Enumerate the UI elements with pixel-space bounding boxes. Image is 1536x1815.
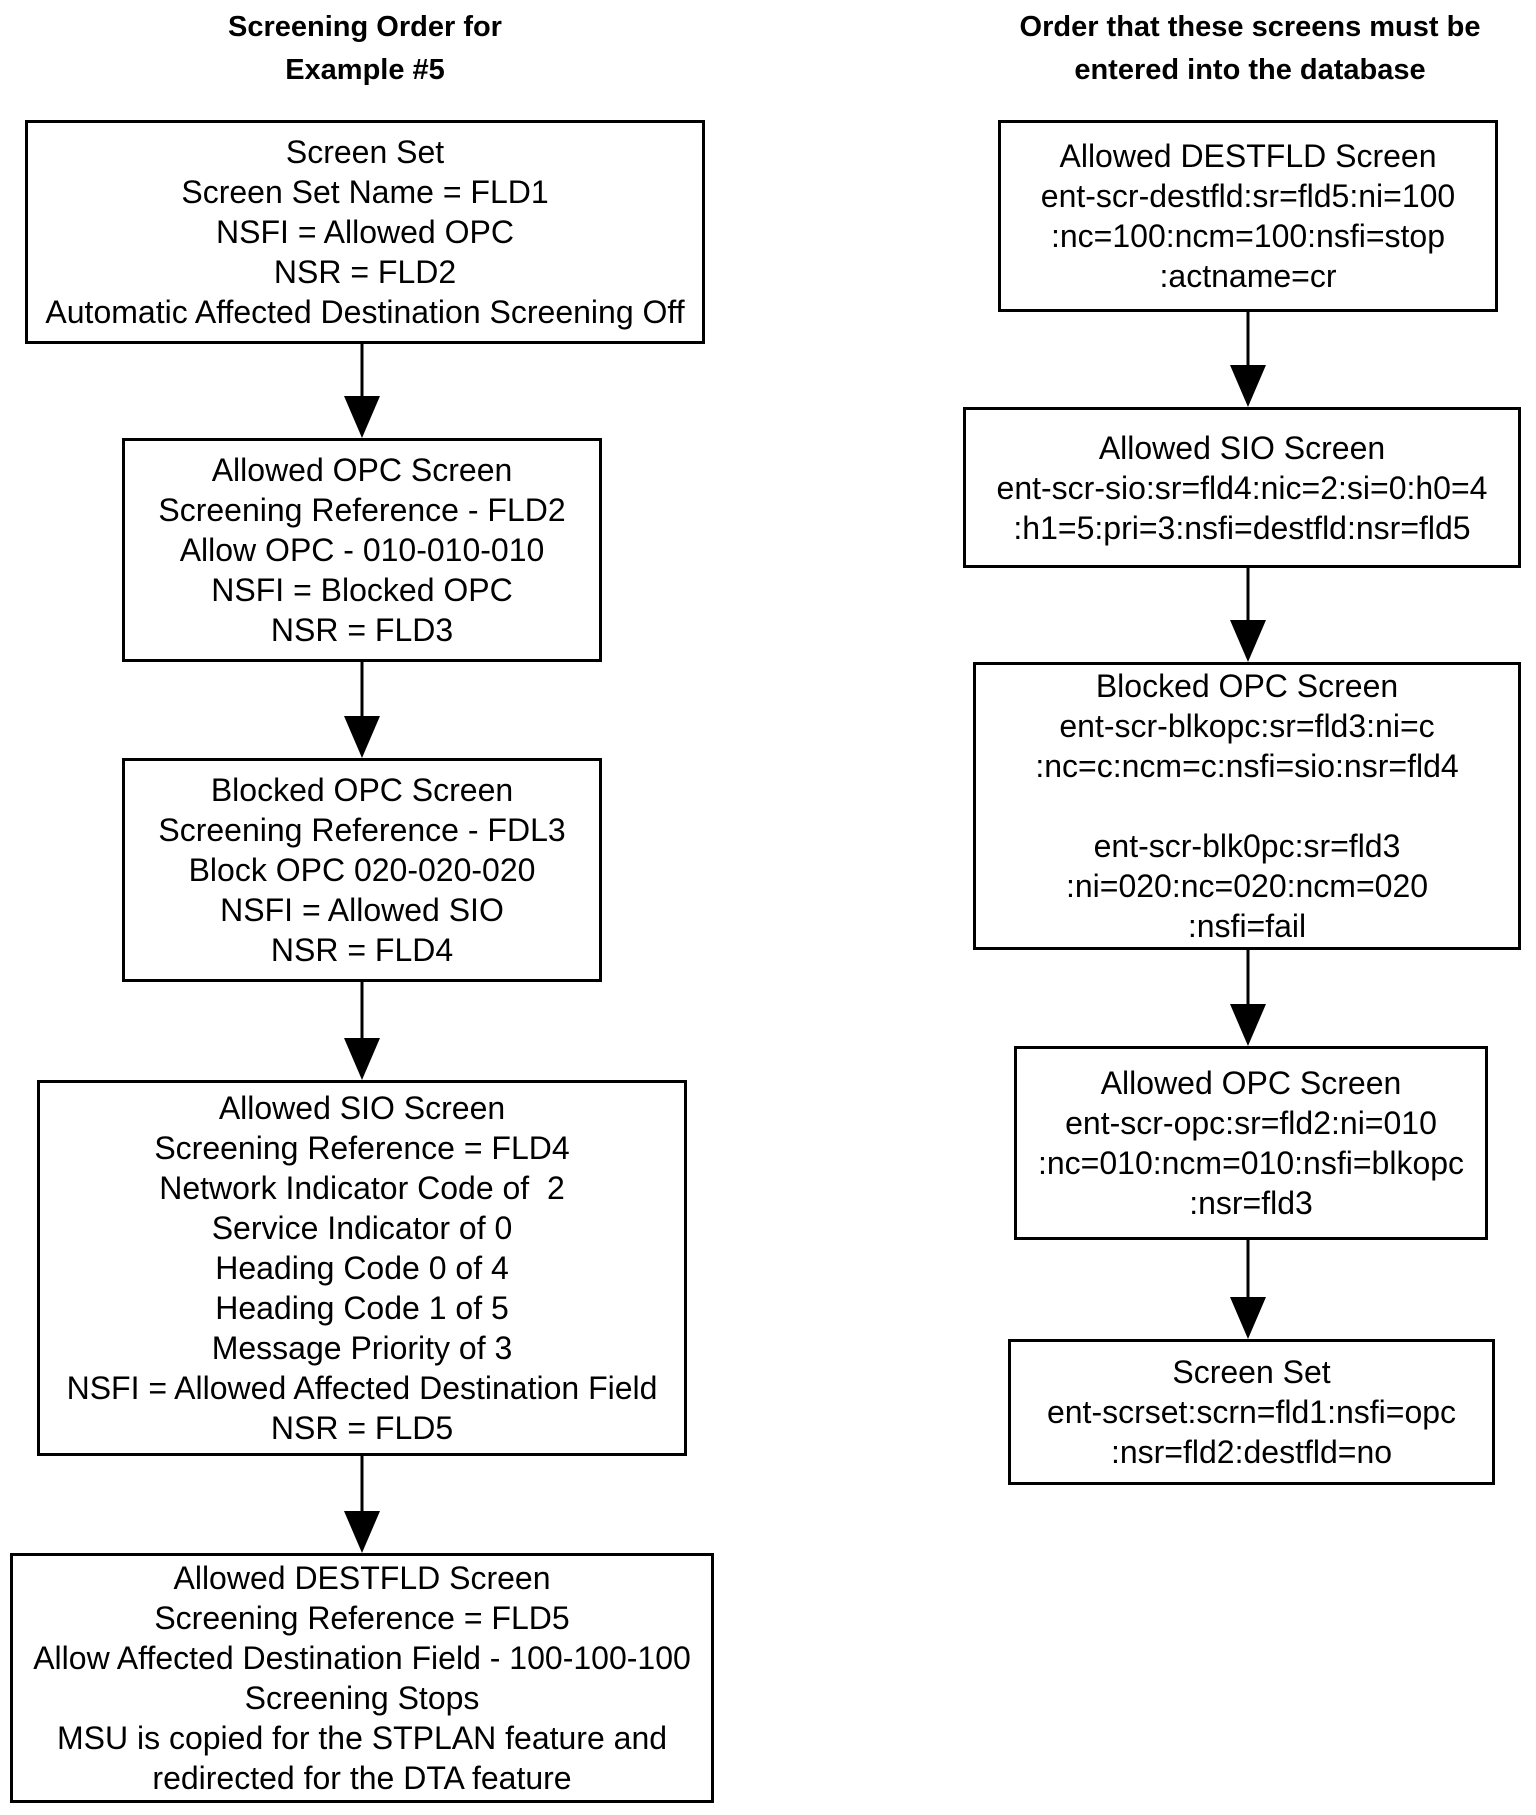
text-line: NSR = FLD5 bbox=[270, 1410, 454, 1446]
text-line: Allow OPC - 010-010-010 bbox=[179, 532, 545, 568]
flow-arrow-down bbox=[342, 1456, 382, 1553]
flow-arrow-down bbox=[1228, 568, 1268, 662]
arrow-stem bbox=[360, 662, 364, 716]
text-line: Allowed OPC Screen bbox=[211, 452, 513, 488]
text-line bbox=[976, 786, 1518, 826]
text-line: Automatic Affected Destination Screening… bbox=[45, 294, 685, 330]
text-line: NSFI = Allowed Affected Destination Fiel… bbox=[66, 1370, 658, 1406]
text-line: NSR = FLD2 bbox=[273, 254, 457, 290]
text-line: Heading Code 1 of 5 bbox=[215, 1290, 509, 1326]
text-line: :nsr=fld3 bbox=[1189, 1185, 1313, 1221]
text-line: Message Priority of 3 bbox=[211, 1330, 513, 1366]
text-line: Block OPC 020-020-020 bbox=[188, 852, 536, 888]
text-line: Screening Reference = FLD5 bbox=[154, 1600, 570, 1636]
text-line: Allowed SIO Screen bbox=[1098, 429, 1386, 466]
text-line: NSR = FLD3 bbox=[270, 612, 454, 648]
text-line: Order that these screens must be bbox=[1019, 11, 1481, 43]
text-line: :nsfi=fail bbox=[1187, 908, 1307, 944]
text-line: :nc=c:ncm=c:nsfi=sio:nsr=fld4 bbox=[1035, 748, 1459, 784]
text-line: :actname=cr bbox=[1159, 258, 1337, 294]
arrow-head-icon bbox=[1230, 620, 1266, 662]
text-line: ent-scrset:scrn=fld1:nsfi=opc bbox=[1046, 1394, 1457, 1430]
text-line: NSR = FLD4 bbox=[270, 932, 454, 968]
text-line: MSU is copied for the STPLAN feature and bbox=[56, 1720, 668, 1756]
text-line: Screen Set Name = FLD1 bbox=[181, 174, 549, 210]
box-cmd-allowed-destfld: Allowed DESTFLD Screen ent-scr-destfld:sr… bbox=[998, 120, 1498, 312]
arrow-stem bbox=[360, 344, 364, 396]
arrow-head-icon bbox=[1230, 1004, 1266, 1046]
text-line: ent-scr-blkopc:sr=fld3:ni=c bbox=[1059, 708, 1435, 744]
text-line: NSFI = Allowed OPC bbox=[216, 214, 514, 250]
text-line: Service Indicator of 0 bbox=[211, 1210, 513, 1246]
text-line: Example #5 bbox=[285, 54, 445, 86]
arrow-head-icon bbox=[1230, 365, 1266, 407]
text-line: Blocked OPC Screen bbox=[210, 772, 514, 808]
text-line: Allowed OPC Screen bbox=[1100, 1065, 1402, 1101]
text-line: :nc=100:ncm=100:nsfi=stop bbox=[1050, 218, 1446, 254]
text-line: Screen Set bbox=[285, 134, 445, 170]
flow-arrow-down bbox=[342, 982, 382, 1080]
arrow-stem bbox=[1246, 568, 1250, 620]
box-cmd-blocked-opc: Blocked OPC Screen ent-scr-blkopc:sr=fld3… bbox=[973, 662, 1521, 950]
text-line: ent-scr-opc:sr=fld2:ni=010 bbox=[1065, 1105, 1437, 1141]
arrow-stem bbox=[1246, 1240, 1250, 1297]
arrow-head-icon bbox=[344, 1038, 380, 1080]
text-line: ent-scr-blk0pc:sr=fld3 bbox=[1093, 828, 1401, 864]
flow-arrow-down bbox=[342, 662, 382, 758]
text-line: NSFI = Blocked OPC bbox=[211, 572, 513, 608]
text-line: NSFI = Allowed SIO bbox=[220, 892, 504, 928]
text-line: ent-scr-destfld:sr=fld5:ni=100 bbox=[1040, 178, 1456, 214]
arrow-stem bbox=[360, 1456, 364, 1511]
text-line: Screening Order for bbox=[228, 11, 502, 43]
arrow-head-icon bbox=[1230, 1297, 1266, 1339]
arrow-stem bbox=[1246, 950, 1250, 1004]
text-line: Heading Code 0 of 4 bbox=[215, 1250, 509, 1286]
text-line: ent-scr-sio:sr=fld4:nic=2:si=0:h0=4 bbox=[996, 469, 1488, 506]
text-line: entered into the database bbox=[1074, 54, 1426, 86]
text-line: :h1=5:pri=3:nsfi=destfld:nsr=fld5 bbox=[1013, 509, 1471, 546]
text-line: :nc=010:ncm=010:nsfi=blkopc bbox=[1037, 1145, 1465, 1181]
flow-arrow-down bbox=[1228, 950, 1268, 1046]
box-cmd-allowed-opc: Allowed OPC Screen ent-scr-opc:sr=fld2:ni… bbox=[1014, 1046, 1488, 1240]
text-line: :nsr=fld2:destfld=no bbox=[1110, 1434, 1393, 1470]
right-column-title: Order that these screens must be entered … bbox=[985, 6, 1515, 92]
text-line: Allowed DESTFLD Screen bbox=[173, 1560, 551, 1596]
flow-arrow-down bbox=[1228, 1240, 1268, 1339]
text-line: Screening Reference - FLD2 bbox=[158, 492, 566, 528]
text-line: redirected for the DTA feature bbox=[152, 1760, 572, 1796]
arrow-head-icon bbox=[344, 1511, 380, 1553]
text-line: Screen Set bbox=[1172, 1354, 1331, 1390]
box-cmd-screen-set: Screen Set ent-scrset:scrn=fld1:nsfi=opc:… bbox=[1008, 1339, 1495, 1485]
text-line: Blocked OPC Screen bbox=[1095, 668, 1399, 704]
flow-arrow-down bbox=[1228, 312, 1268, 407]
text-line: Allowed SIO Screen bbox=[218, 1090, 506, 1126]
text-line: :ni=020:nc=020:ncm=020 bbox=[1065, 868, 1429, 904]
text-line: Screening Reference - FDL3 bbox=[158, 812, 566, 848]
arrow-head-icon bbox=[344, 716, 380, 758]
arrow-stem bbox=[360, 982, 364, 1038]
text-line: Screening Reference = FLD4 bbox=[154, 1130, 570, 1166]
text-line: Allow Affected Destination Field - 100-1… bbox=[33, 1640, 691, 1676]
text-line: Network Indicator Code of 2 bbox=[159, 1170, 565, 1206]
text-line: Screening Stops bbox=[244, 1680, 480, 1716]
flow-arrow-down bbox=[342, 344, 382, 438]
text-line: Allowed DESTFLD Screen bbox=[1059, 138, 1437, 174]
arrow-head-icon bbox=[344, 396, 380, 438]
arrow-stem bbox=[1246, 312, 1250, 365]
